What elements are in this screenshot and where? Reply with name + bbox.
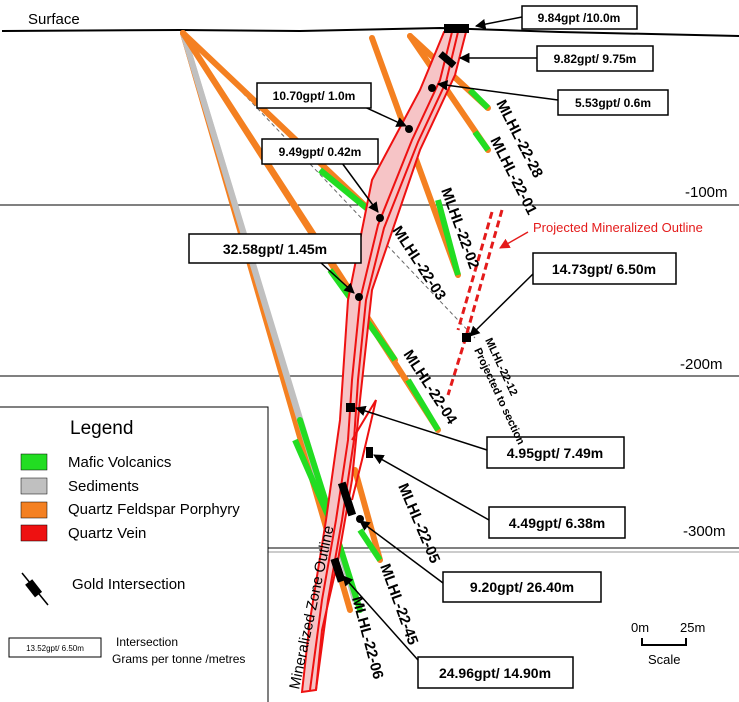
legend-swatch-vein bbox=[20, 524, 48, 542]
scale-line bbox=[641, 638, 687, 646]
mafic-segment-6 bbox=[472, 130, 491, 152]
callout-box-9 bbox=[488, 506, 626, 539]
arrow-7 bbox=[469, 271, 536, 337]
callout-text-9: 4.49gpt/ 6.38m bbox=[509, 515, 606, 531]
callout-text-7: 14.73gpt/ 6.50m bbox=[552, 261, 656, 277]
legend-intersection-caption: Intersection bbox=[116, 635, 178, 649]
legend-gold-symbol bbox=[25, 579, 43, 598]
callout-text-4: 10.70gpt/ 1.0m bbox=[273, 89, 356, 103]
callout-arrows bbox=[319, 16, 559, 661]
arrow-9 bbox=[373, 454, 490, 521]
arrow-8 bbox=[355, 405, 488, 451]
legend-swatch-porphyry bbox=[20, 501, 48, 519]
depth-label-200: -200m bbox=[680, 356, 723, 373]
legend-frame bbox=[0, 406, 269, 702]
callout-text-11: 24.96gpt/ 14.90m bbox=[439, 665, 551, 681]
scale-label: Scale bbox=[648, 652, 681, 667]
legend-label-vein: Quartz Vein bbox=[68, 525, 146, 542]
callout-box-6 bbox=[188, 233, 362, 264]
callout-boxes: 9.84gpt /10.0m 9.82gpt/ 9.75m 5.53gpt/ 0… bbox=[188, 5, 677, 689]
callout-box-2 bbox=[536, 45, 654, 72]
hole-label-45: MLHL-22-45 bbox=[376, 562, 421, 648]
legend-sample-text: 13.52gpt/ 6.50m bbox=[26, 644, 84, 653]
gold-intersection-e bbox=[355, 293, 363, 301]
hole-trace-01 bbox=[407, 33, 491, 153]
surface-profile bbox=[1, 26, 739, 37]
arrow-5 bbox=[341, 162, 379, 213]
quartz-vein-line-a bbox=[309, 31, 453, 691]
mineralized-zone bbox=[300, 31, 468, 694]
mafic-segment-4 bbox=[435, 199, 461, 276]
legend-title: Legend bbox=[70, 418, 133, 439]
callout-box-10 bbox=[442, 571, 602, 603]
hole-label-06: MLHL-22-06 bbox=[348, 595, 386, 682]
gold-intersection-f bbox=[462, 333, 471, 342]
gold-intersections bbox=[330, 24, 471, 583]
depth-label-100: -100m bbox=[685, 184, 728, 201]
arrow-3 bbox=[436, 80, 559, 101]
callout-text-6: 32.58gpt/ 1.45m bbox=[223, 241, 327, 257]
callout-text-8: 4.95gpt/ 7.49m bbox=[507, 445, 604, 461]
gold-intersection-h bbox=[366, 447, 373, 458]
legend-gold-label: Gold Intersection bbox=[72, 576, 185, 593]
gold-intersection-i bbox=[337, 481, 357, 517]
legend-units-caption: Grams per tonne /metres bbox=[112, 652, 245, 666]
callout-box-4 bbox=[256, 82, 372, 109]
surface-label: Surface bbox=[28, 11, 80, 28]
arrow-6 bbox=[319, 261, 355, 294]
callout-text-2: 9.82gpt/ 9.75m bbox=[554, 52, 637, 66]
arrow-11 bbox=[342, 575, 419, 661]
arrow-1 bbox=[474, 16, 523, 30]
legend-swatch-sediments bbox=[20, 477, 48, 495]
legend-swatch-mafic bbox=[20, 453, 48, 471]
gold-intersection-c bbox=[405, 125, 413, 133]
gold-intersection-b bbox=[428, 84, 436, 92]
mafic-segment-7 bbox=[292, 438, 333, 522]
projected-outline-arrow bbox=[499, 231, 529, 249]
callout-box-1 bbox=[521, 5, 638, 30]
mafic-segment-3 bbox=[405, 378, 441, 432]
scale-bar: 0m 25m Scale bbox=[631, 620, 705, 667]
legend-label-mafic: Mafic Volcanics bbox=[68, 454, 171, 471]
depth-label-300: -300m bbox=[683, 523, 726, 540]
legend-label-porphyry: Quartz Feldspar Porphyry bbox=[68, 501, 240, 518]
hole-trace-45 bbox=[352, 467, 383, 563]
mafic-segment-8 bbox=[357, 528, 383, 562]
scale-left-label: 0m bbox=[631, 620, 649, 635]
gold-intersection-a bbox=[438, 51, 457, 69]
callout-box-7 bbox=[532, 252, 677, 285]
callout-box-3 bbox=[557, 89, 669, 116]
projected-outline-label: Projected Mineralized Outline bbox=[533, 220, 703, 235]
quartz-vein-branch bbox=[351, 399, 377, 501]
callout-text-3: 5.53gpt/ 0.6m bbox=[575, 96, 651, 110]
callout-box-5 bbox=[261, 138, 379, 165]
arrow-10 bbox=[359, 520, 444, 584]
hole-label-03: MLHL-22-03 bbox=[389, 223, 450, 304]
callout-text-10: 9.20gpt/ 26.40m bbox=[470, 579, 574, 595]
hole-trace-f bbox=[180, 30, 378, 218]
callout-text-1: 9.84gpt /10.0m bbox=[538, 11, 621, 25]
callout-box-8 bbox=[486, 436, 625, 469]
legend: Legend Mafic Volcanics Sediments Quartz … bbox=[0, 406, 269, 702]
gold-intersection-surface bbox=[444, 24, 469, 33]
hole-label-05: MLHL-22-05 bbox=[394, 481, 443, 566]
mafic-segment-5 bbox=[467, 87, 491, 111]
scale-right-label: 25m bbox=[680, 620, 705, 635]
gold-intersection-d bbox=[376, 214, 384, 222]
callout-box-11 bbox=[417, 656, 574, 689]
gold-intersection-g bbox=[346, 403, 355, 412]
gold-intersection-j bbox=[330, 557, 346, 583]
legend-label-sediments: Sediments bbox=[68, 478, 139, 495]
projected-outline-b bbox=[456, 211, 494, 331]
callout-text-5: 9.49gpt/ 0.42m bbox=[279, 145, 362, 159]
legend-sample-box bbox=[8, 637, 102, 658]
